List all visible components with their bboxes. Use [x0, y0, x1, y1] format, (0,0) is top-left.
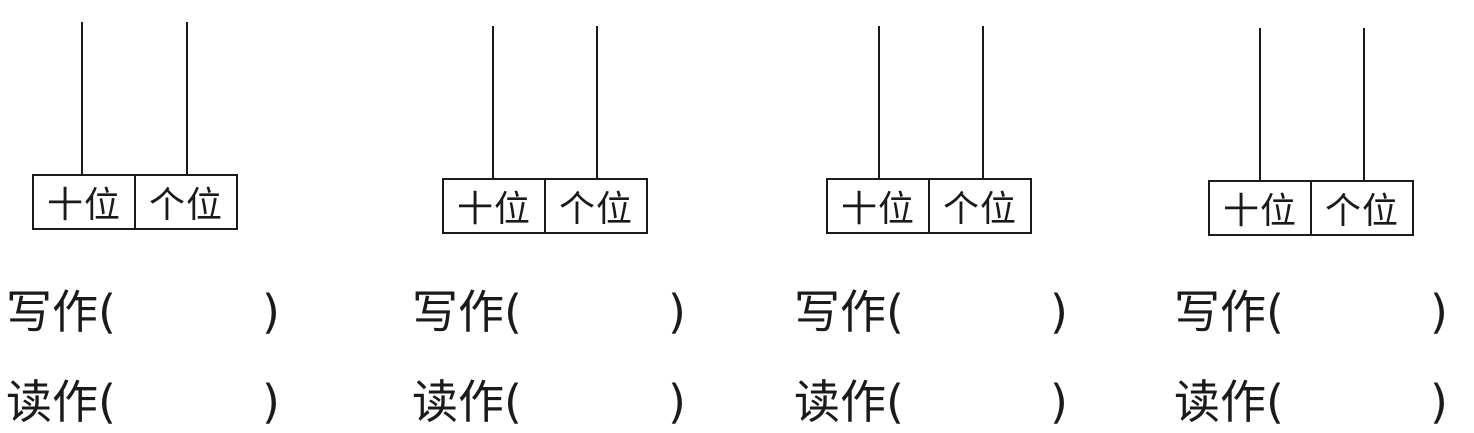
write-answer-line-4: 写作( ) — [1174, 282, 1454, 342]
read-label: 读作( — [6, 375, 116, 429]
read-label: 读作( — [794, 375, 904, 429]
close-paren: ) — [668, 375, 686, 429]
ones-rod — [1363, 28, 1365, 182]
close-paren: ) — [1050, 375, 1068, 429]
tens-rod — [81, 22, 83, 174]
ones-rod — [982, 26, 984, 178]
write-answer-line-1: 写作( ) — [6, 282, 286, 342]
read-answer-line-3: 读作( ) — [794, 372, 1074, 432]
close-paren: ) — [1050, 285, 1068, 339]
read-label: 读作( — [412, 375, 522, 429]
abacus-4: 十位 个位 — [1208, 26, 1418, 256]
place-value-box: 十位 个位 — [32, 174, 238, 230]
tens-place-label: 十位 — [456, 189, 531, 230]
abacus-2: 十位 个位 — [442, 24, 652, 254]
write-answer-line-2: 写作( ) — [412, 282, 692, 342]
place-value-box: 十位 个位 — [442, 178, 648, 234]
ones-place-label: 个位 — [1310, 182, 1412, 234]
write-label: 写作( — [412, 285, 522, 339]
tens-place-label: 十位 — [46, 185, 121, 226]
read-answer-line-2: 读作( ) — [412, 372, 692, 432]
write-label: 写作( — [794, 285, 904, 339]
write-label: 写作( — [6, 285, 116, 339]
read-label: 读作( — [1174, 375, 1284, 429]
read-answer-line-4: 读作( ) — [1174, 372, 1454, 432]
place-value-box: 十位 个位 — [826, 178, 1032, 234]
close-paren: ) — [1430, 285, 1448, 339]
tens-place-label: 十位 — [840, 189, 915, 230]
tens-rod — [1259, 28, 1261, 182]
place-value-box: 十位 个位 — [1208, 180, 1414, 236]
close-paren: ) — [262, 285, 280, 339]
abacus-1: 十位 个位 — [32, 20, 242, 250]
close-paren: ) — [668, 285, 686, 339]
ones-place-label: 个位 — [928, 180, 1030, 232]
close-paren: ) — [1430, 375, 1448, 429]
ones-rod — [186, 22, 188, 174]
ones-place-label: 个位 — [544, 180, 646, 232]
ones-rod — [596, 26, 598, 178]
write-answer-line-3: 写作( ) — [794, 282, 1074, 342]
tens-rod — [492, 26, 494, 178]
ones-place-label: 个位 — [134, 176, 236, 228]
tens-place-label: 十位 — [1222, 191, 1297, 232]
write-label: 写作( — [1174, 285, 1284, 339]
read-answer-line-1: 读作( ) — [6, 372, 286, 432]
abacus-3: 十位 个位 — [826, 24, 1036, 254]
tens-rod — [878, 26, 880, 178]
close-paren: ) — [262, 375, 280, 429]
